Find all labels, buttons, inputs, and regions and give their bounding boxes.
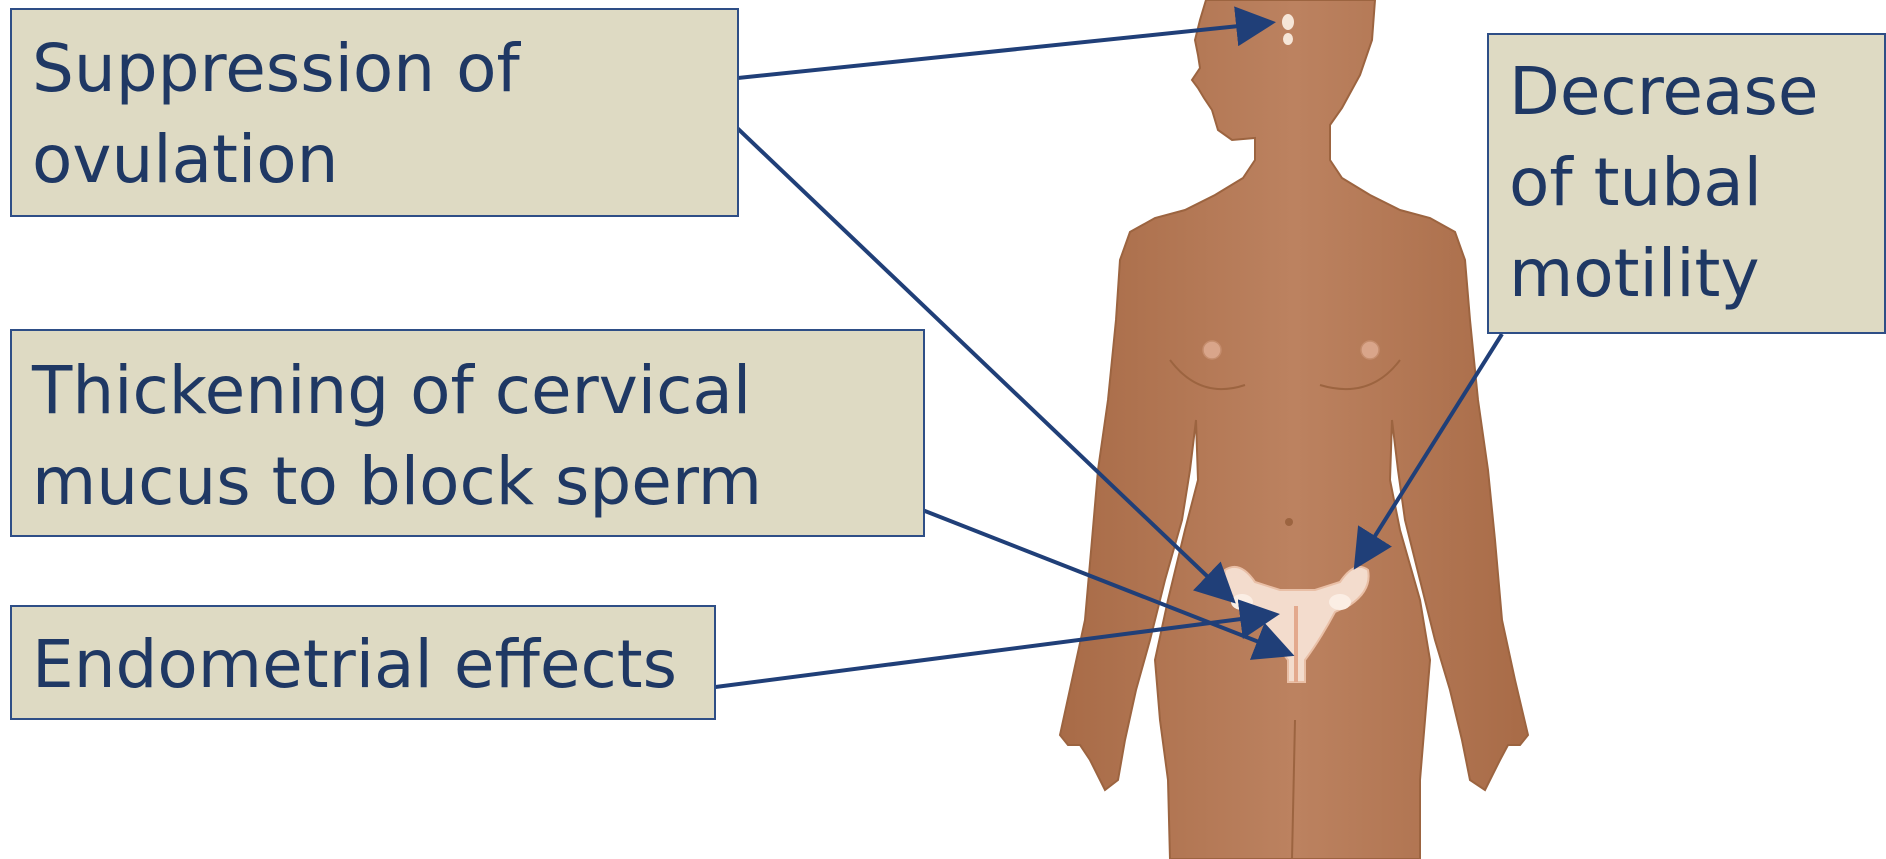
label-tubal-motility: Decrease of tubal motility	[1487, 33, 1886, 334]
label-text-line: ovulation	[32, 114, 737, 205]
label-suppression-of-ovulation: Suppression of ovulation	[10, 8, 739, 217]
label-text-line: Suppression of	[32, 23, 737, 114]
label-text-line: motility	[1509, 228, 1884, 319]
label-text-line: Endometrial effects	[32, 619, 714, 710]
label-text-line: Decrease	[1509, 46, 1884, 137]
label-endometrial-effects: Endometrial effects	[10, 605, 716, 720]
label-cervical-mucus: Thickening of cervical mucus to block sp…	[10, 329, 925, 537]
label-text-line: Thickening of cervical	[32, 345, 923, 436]
label-text-line: of tubal	[1509, 137, 1884, 228]
label-text-line: mucus to block sperm	[32, 436, 923, 527]
